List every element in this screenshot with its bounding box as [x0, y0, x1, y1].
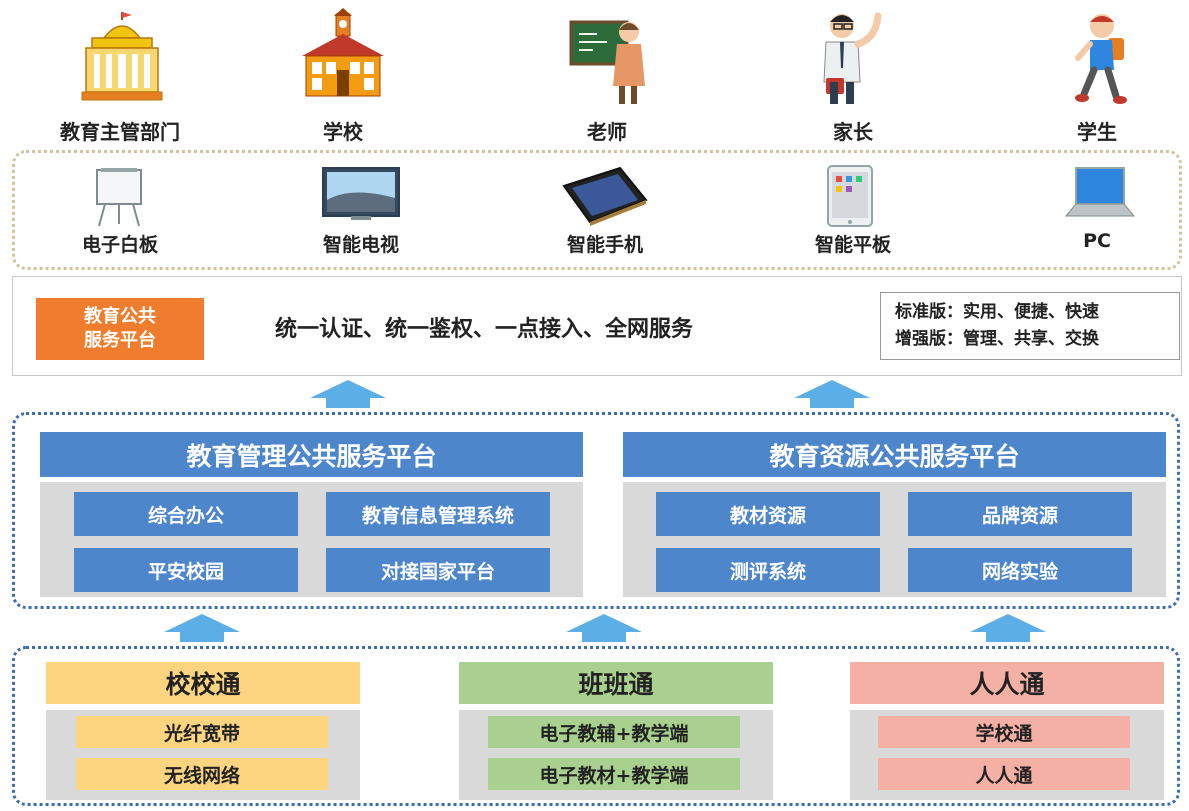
platform-item: 对接国家平台 — [326, 548, 550, 592]
platform-item: 教育信息管理系统 — [326, 492, 550, 536]
device-label: 智能电视 — [322, 234, 399, 256]
up-arrow-icon — [794, 380, 870, 408]
government-building-icon — [81, 12, 163, 101]
enhanced-version: 增强版：管理、共享、交换 — [895, 329, 1099, 349]
smartphone-icon — [562, 166, 648, 226]
platform-item: 网络实验 — [908, 548, 1132, 592]
tong-item: 学校通 — [878, 716, 1130, 748]
smart-tv-icon — [322, 167, 400, 220]
tong-title: 班班通 — [459, 662, 773, 704]
tong-item: 光纤宽带 — [76, 716, 328, 748]
tong-item: 无线网络 — [76, 758, 328, 790]
device-label: 电子白板 — [81, 234, 158, 256]
device-tablet: 智能平板 — [778, 162, 928, 267]
up-arrow-icon — [310, 380, 386, 408]
student-icon — [1075, 14, 1127, 104]
device-smart-tv: 智能电视 — [286, 162, 436, 267]
platform-item: 综合办公 — [74, 492, 298, 536]
tong-title: 人人通 — [850, 662, 1164, 704]
platform-item: 品牌资源 — [908, 492, 1132, 536]
standard-version: 标准版：实用、便捷、快速 — [895, 302, 1099, 322]
user-teacher: 老师 — [532, 6, 682, 144]
parent-icon — [823, 12, 882, 104]
laptop-icon — [1064, 167, 1136, 217]
management-platform-title: 教育管理公共服务平台 — [40, 432, 583, 477]
device-pc: PC — [1022, 162, 1172, 267]
user-label: 教育主管部门 — [60, 120, 180, 144]
platform-item: 测评系统 — [656, 548, 880, 592]
badge-line: 教育公共 — [84, 306, 156, 327]
user-label: 家长 — [833, 120, 873, 144]
platform-group — [12, 412, 1180, 609]
public-platform-badge: 教育公共 服务平台 — [36, 298, 204, 360]
platform-item: 平安校园 — [74, 548, 298, 592]
resource-platform-title: 教育资源公共服务平台 — [623, 432, 1166, 477]
teacher-icon — [569, 20, 645, 104]
user-label: 学校 — [323, 120, 363, 144]
device-label: 智能手机 — [566, 234, 643, 256]
badge-line: 服务平台 — [84, 330, 156, 351]
up-arrow-icon — [566, 614, 642, 642]
user-student: 学生 — [1022, 6, 1172, 144]
tablet-icon — [827, 165, 873, 227]
device-smartphone: 智能手机 — [530, 162, 680, 267]
tong-item: 电子教辅+教学端 — [488, 716, 740, 748]
platform-item: 教材资源 — [656, 492, 880, 536]
device-label: PC — [1083, 230, 1111, 252]
up-arrow-icon — [970, 614, 1046, 642]
user-education-department: 教育主管部门 — [45, 6, 195, 144]
school-building-icon — [302, 8, 384, 97]
user-parent: 家长 — [778, 6, 928, 144]
version-box: 标准版：实用、便捷、快速 增强版：管理、共享、交换 — [880, 292, 1180, 360]
device-whiteboard: 电子白板 — [45, 162, 195, 267]
tong-title: 校校通 — [46, 662, 360, 704]
whiteboard-icon — [96, 168, 142, 227]
device-label: 智能平板 — [814, 234, 891, 256]
user-school: 学校 — [268, 6, 418, 144]
tong-item: 人人通 — [878, 758, 1130, 790]
up-arrow-icon — [164, 614, 240, 642]
devices-group — [12, 150, 1182, 270]
tong-item: 电子教材+教学端 — [488, 758, 740, 790]
user-label: 老师 — [587, 120, 627, 144]
infrastructure-group — [12, 646, 1180, 806]
public-platform-services: 统一认证、统一鉴权、一点接入、全网服务 — [275, 317, 694, 342]
user-label: 学生 — [1077, 120, 1117, 144]
